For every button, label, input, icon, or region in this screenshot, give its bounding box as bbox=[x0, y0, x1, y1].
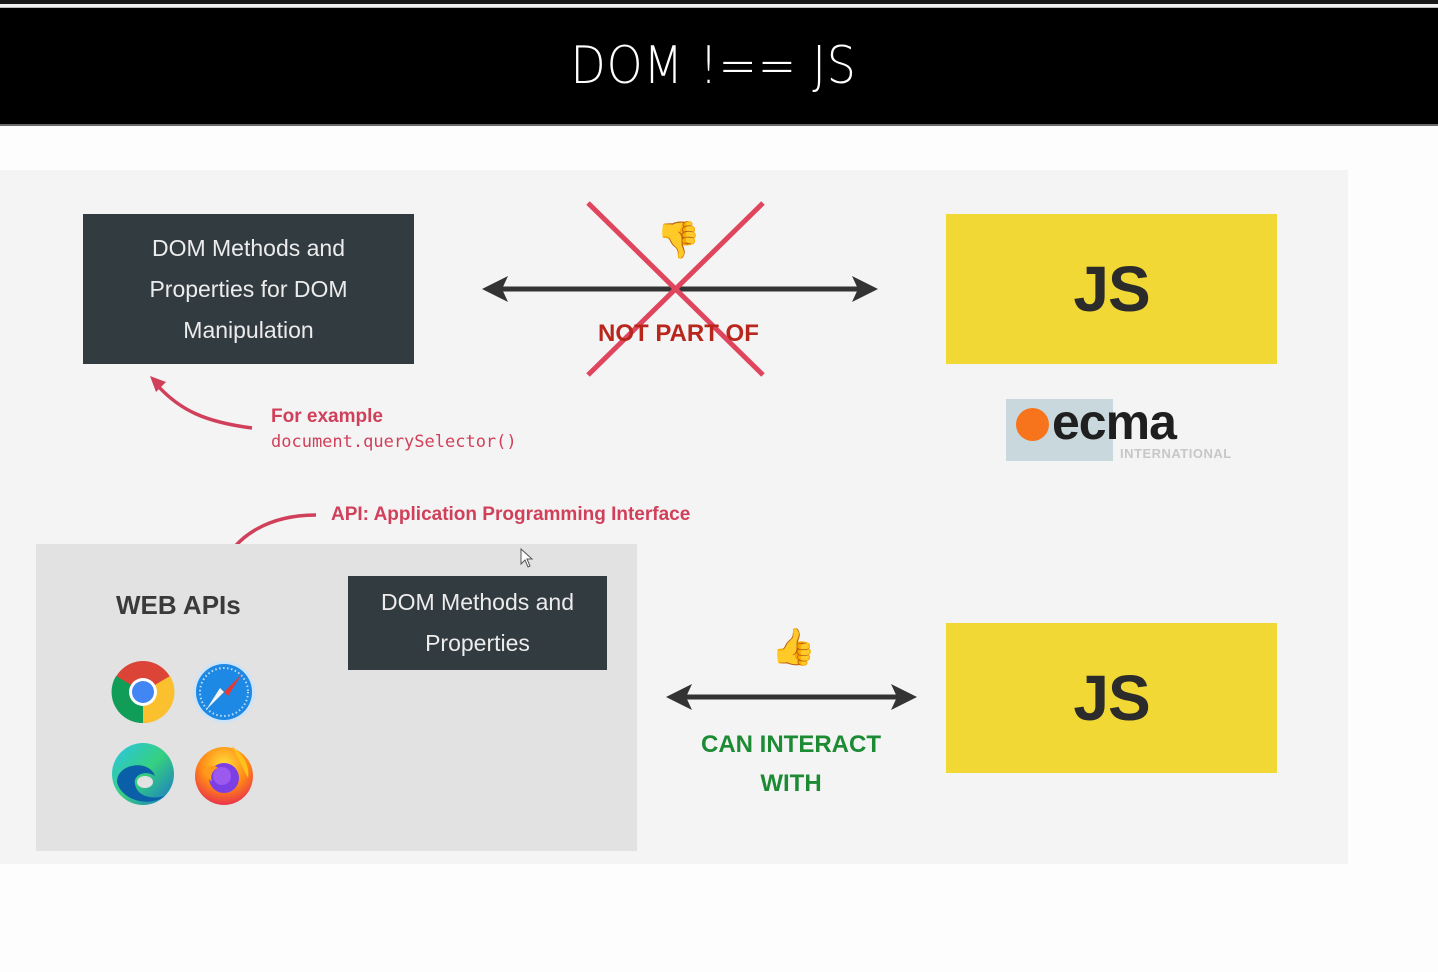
js-box-bottom: JS bbox=[946, 623, 1277, 773]
dom-box-line: DOM Methods and bbox=[151, 234, 345, 261]
web-apis-title: WEB APIs bbox=[116, 590, 241, 620]
dom-methods-box-top: DOM Methods and Properties for DOM Manip… bbox=[83, 214, 414, 364]
bottom-blank-area bbox=[0, 864, 1438, 972]
api-annotation: API: Application Programming Interface bbox=[331, 504, 691, 525]
dom-box-line: Properties for DOM bbox=[149, 275, 348, 302]
slide-canvas: DOM Methods and Properties for DOM Manip… bbox=[0, 170, 1348, 864]
ecma-international-logo: ecma INTERNATIONAL bbox=[1006, 394, 1246, 463]
js-box-top: JS bbox=[946, 214, 1277, 364]
curved-arrow-example bbox=[150, 376, 253, 430]
ecma-dot-icon bbox=[1016, 408, 1049, 441]
ecma-subtitle: INTERNATIONAL bbox=[1120, 446, 1232, 461]
can-interact-label: CAN INTERACT WITH bbox=[680, 725, 902, 803]
top-border bbox=[0, 0, 1438, 4]
example-code: document.querySelector() bbox=[271, 432, 517, 452]
firefox-icon bbox=[195, 746, 253, 805]
dom-box-line: Properties bbox=[425, 630, 530, 656]
ecma-word: ecma bbox=[1052, 394, 1177, 450]
top-gap bbox=[0, 4, 1438, 8]
can-interact-line: WITH bbox=[760, 770, 822, 797]
title-bar: DOM !== JS bbox=[0, 8, 1438, 126]
double-arrow-bottom bbox=[666, 684, 917, 710]
safari-icon bbox=[193, 661, 255, 723]
can-interact-line: CAN INTERACT bbox=[701, 731, 881, 758]
double-arrow-top bbox=[482, 276, 878, 302]
js-label: JS bbox=[1073, 253, 1150, 325]
edge-icon bbox=[112, 743, 174, 805]
example-label: For example bbox=[271, 406, 383, 427]
dom-box-line: DOM Methods and bbox=[380, 589, 575, 615]
thumbs-down-icon: 👎 bbox=[656, 219, 701, 260]
mouse-cursor-icon bbox=[520, 548, 534, 568]
thumbs-up-icon: 👍 bbox=[771, 626, 816, 667]
not-part-of-label: NOT PART OF bbox=[598, 320, 759, 347]
chrome-icon bbox=[111, 661, 175, 724]
slide-title: DOM !== JS bbox=[570, 36, 858, 96]
dom-methods-box-bottom: DOM Methods and Properties bbox=[348, 576, 607, 670]
dom-box-line: Manipulation bbox=[183, 316, 314, 343]
js-label: JS bbox=[1073, 662, 1150, 734]
